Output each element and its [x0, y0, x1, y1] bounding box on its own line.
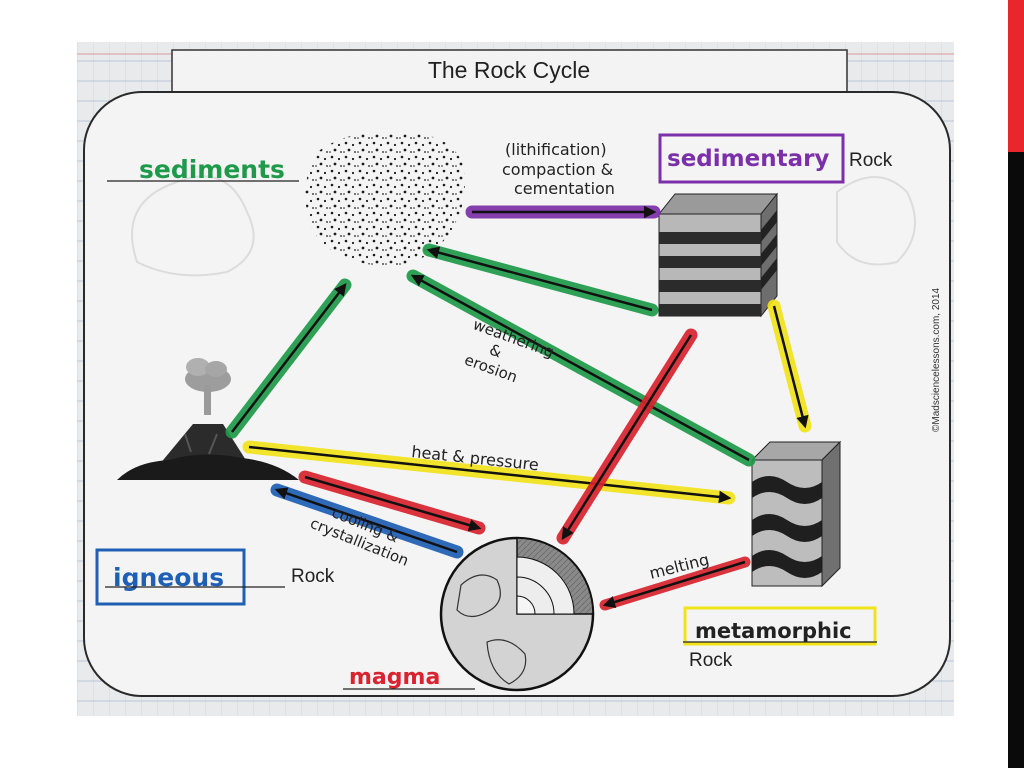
metamorphic-rock-block	[750, 440, 842, 588]
arrow-cooling	[270, 483, 464, 559]
arrow-heat-pressure-sedimentary	[767, 299, 812, 433]
svg-text:cementation: cementation	[514, 179, 615, 198]
arrow-melting-igneous	[298, 470, 486, 535]
label-igneous: igneous	[113, 563, 224, 592]
diagram-title: The Rock Cycle	[428, 57, 590, 83]
label-sedimentary-rock: Rock	[849, 150, 893, 171]
label-sedimentary: sedimentary	[667, 146, 829, 172]
arrow-melting-metamorphic	[599, 556, 751, 611]
arrow-weathering-sedimentary	[422, 243, 659, 317]
metamorphic-label-box	[683, 606, 877, 646]
arrow-weathering-igneous	[225, 278, 352, 439]
arrow-heat-pressure-igneous	[242, 440, 736, 505]
sediments-illustration	[305, 132, 465, 267]
svg-text:compaction &: compaction &	[502, 160, 613, 179]
sedimentary-label-box	[658, 133, 845, 184]
copyright-notice: ©Madsciencelessons.com, 2014	[931, 287, 942, 432]
earth-cross-section	[439, 536, 595, 692]
notebook-photo: The Rock Cycle	[77, 42, 954, 716]
sedimentary-rock-block	[657, 192, 779, 318]
label-sediments: sediments	[139, 155, 285, 184]
label-metamorphic-rock: Rock	[689, 650, 733, 671]
igneous-label-box	[95, 548, 246, 606]
accent-bar-black	[1008, 152, 1024, 768]
accent-bar-red	[1008, 0, 1024, 152]
arrow-melting-sedimentary	[556, 328, 698, 545]
rock-cycle-diagram: The Rock Cycle	[77, 42, 954, 716]
label-metamorphic: metamorphic	[695, 619, 852, 643]
label-magma: magma	[349, 665, 440, 690]
lithification-label: (lithification) compaction & cementation	[502, 140, 615, 198]
label-igneous-rock: Rock	[291, 566, 335, 587]
svg-text:(lithification): (lithification)	[505, 140, 607, 159]
arrow-weathering-metamorphic	[406, 269, 756, 467]
